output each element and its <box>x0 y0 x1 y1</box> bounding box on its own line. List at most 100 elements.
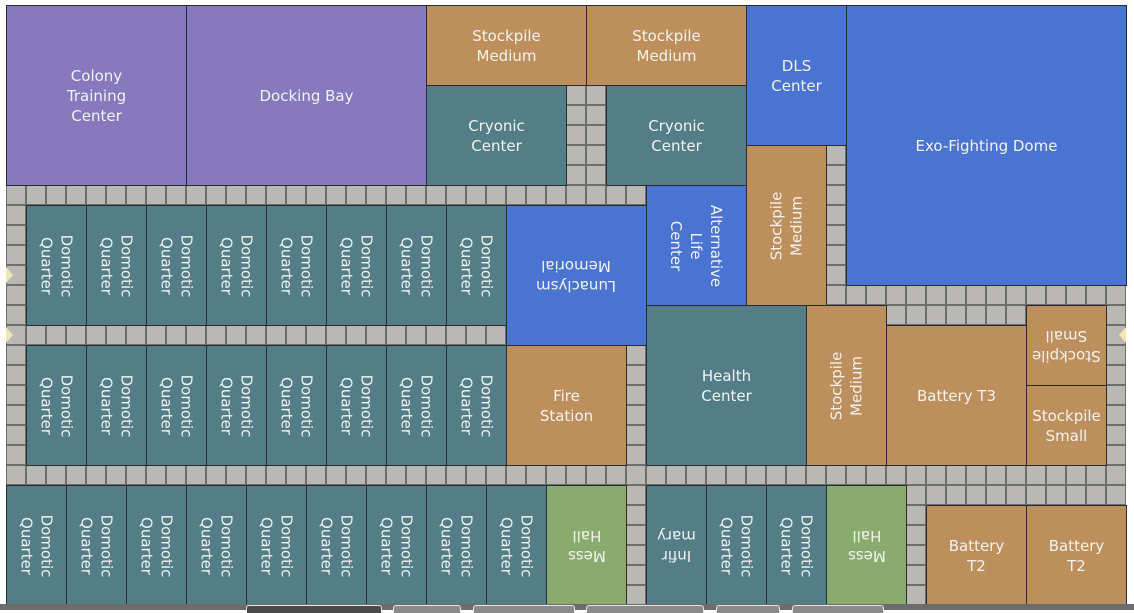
edge-entry-arrow-icon[interactable] <box>6 267 13 283</box>
building-label: DLS Center <box>771 56 822 95</box>
building-domotic-quarter[interactable]: Domotic Quarter <box>366 485 427 606</box>
building-label: Domotic Quarter <box>457 374 496 437</box>
building-docking-bay[interactable]: Docking Bay <box>186 5 427 186</box>
building-battery-t3[interactable]: Battery T3 <box>886 325 1027 466</box>
building-label: Stockpile Medium <box>767 191 806 260</box>
building-domotic-quarter[interactable]: Domotic Quarter <box>766 485 827 606</box>
building-domotic-quarter[interactable]: Domotic Quarter <box>186 485 247 606</box>
building-label: Stockpile Medium <box>472 26 541 65</box>
building-label: Stockpile Medium <box>827 351 866 420</box>
building-label: Domotic Quarter <box>277 374 316 437</box>
building-label: Mess Hall <box>847 526 886 565</box>
building-stockpile-medium[interactable]: Stockpile Medium <box>746 145 827 306</box>
building-label: Health Center <box>701 366 752 405</box>
building-domotic-quarter[interactable]: Domotic Quarter <box>26 345 87 466</box>
bottom-tab[interactable] <box>246 605 382 613</box>
building-exo-fighting-dome[interactable]: Exo-Fighting Dome <box>846 5 1127 286</box>
building-label: Domotic Quarter <box>157 374 196 437</box>
building-label: Domotic Quarter <box>97 374 136 437</box>
bottom-tab[interactable] <box>473 605 575 613</box>
building-stockpile-medium[interactable]: Stockpile Medium <box>586 5 747 86</box>
building-fire-station[interactable]: Fire Station <box>506 345 627 466</box>
edge-entry-arrow-icon[interactable] <box>6 327 13 343</box>
building-mess-hall[interactable]: Mess Hall <box>826 485 907 606</box>
building-label: Exo-Fighting Dome <box>915 136 1058 155</box>
building-label: Colony Training Center <box>66 66 127 125</box>
building-domotic-quarter[interactable]: Domotic Quarter <box>206 205 267 326</box>
bottom-tab-bar <box>0 604 1134 613</box>
building-domotic-quarter[interactable]: Domotic Quarter <box>26 205 87 326</box>
bottom-tab[interactable] <box>586 605 704 613</box>
building-domotic-quarter[interactable]: Domotic Quarter <box>306 485 367 606</box>
building-battery-t2[interactable]: Battery T2 <box>1026 505 1127 606</box>
building-label: Infir mary <box>657 526 696 565</box>
building-label: Stockpile Small <box>1032 406 1101 445</box>
edge-entry-arrow-icon[interactable] <box>1119 327 1126 343</box>
building-alternative-life-center[interactable]: Alternative Life Center <box>646 185 747 306</box>
building-cryonic-center[interactable]: Cryonic Center <box>426 85 567 186</box>
building-label: Battery T3 <box>917 386 996 405</box>
building-label: Domotic Quarter <box>97 234 136 297</box>
building-label: Battery T2 <box>948 536 1005 575</box>
building-label: Alternative Life Center <box>667 204 726 287</box>
building-label: Domotic Quarter <box>437 514 476 577</box>
building-stockpile-medium[interactable]: Stockpile Medium <box>806 305 887 466</box>
building-label: Domotic Quarter <box>217 234 256 297</box>
building-label: Domotic Quarter <box>497 514 536 577</box>
building-domotic-quarter[interactable]: Domotic Quarter <box>86 205 147 326</box>
building-label: Fire Station <box>539 386 594 425</box>
building-domotic-quarter[interactable]: Domotic Quarter <box>86 345 147 466</box>
building-domotic-quarter[interactable]: Domotic Quarter <box>66 485 127 606</box>
building-domotic-quarter[interactable]: Domotic Quarter <box>446 205 507 326</box>
building-label: Cryonic Center <box>468 116 525 155</box>
building-domotic-quarter[interactable]: Domotic Quarter <box>266 345 327 466</box>
building-domotic-quarter[interactable]: Domotic Quarter <box>206 345 267 466</box>
building-lunaclysm-memorial[interactable]: Lunaclysm Memorial <box>506 205 647 346</box>
building-label: Stockpile Medium <box>632 26 701 65</box>
building-stockpile-small[interactable]: Stockpile Small <box>1026 305 1107 386</box>
bottom-tab[interactable] <box>393 605 461 613</box>
building-domotic-quarter[interactable]: Domotic Quarter <box>446 345 507 466</box>
building-label: Domotic Quarter <box>277 234 316 297</box>
bottom-tab[interactable] <box>792 605 884 613</box>
building-label: Domotic Quarter <box>397 234 436 297</box>
building-infir-mary[interactable]: Infir mary <box>646 485 707 606</box>
building-battery-t2[interactable]: Battery T2 <box>926 505 1027 606</box>
building-domotic-quarter[interactable]: Domotic Quarter <box>6 485 67 606</box>
building-label: Battery T2 <box>1048 536 1105 575</box>
building-stockpile-medium[interactable]: Stockpile Medium <box>426 5 587 86</box>
building-health-center[interactable]: Health Center <box>646 305 807 466</box>
building-label: Domotic Quarter <box>37 234 76 297</box>
building-domotic-quarter[interactable]: Domotic Quarter <box>706 485 767 606</box>
building-cryonic-center[interactable]: Cryonic Center <box>606 85 747 186</box>
building-domotic-quarter[interactable]: Domotic Quarter <box>266 205 327 326</box>
building-label: Domotic Quarter <box>197 514 236 577</box>
building-mess-hall[interactable]: Mess Hall <box>546 485 627 606</box>
building-domotic-quarter[interactable]: Domotic Quarter <box>486 485 547 606</box>
building-label: Domotic Quarter <box>397 374 436 437</box>
building-domotic-quarter[interactable]: Domotic Quarter <box>246 485 307 606</box>
building-domotic-quarter[interactable]: Domotic Quarter <box>126 485 187 606</box>
building-dls-center[interactable]: DLS Center <box>746 5 847 146</box>
building-domotic-quarter[interactable]: Domotic Quarter <box>326 345 387 466</box>
building-label: Cryonic Center <box>648 116 705 155</box>
building-label: Docking Bay <box>259 86 354 105</box>
building-label: Domotic Quarter <box>377 514 416 577</box>
building-domotic-quarter[interactable]: Domotic Quarter <box>426 485 487 606</box>
building-colony-training-center[interactable]: Colony Training Center <box>6 5 187 186</box>
building-domotic-quarter[interactable]: Domotic Quarter <box>146 345 207 466</box>
building-label: Mess Hall <box>567 526 606 565</box>
building-label: Domotic Quarter <box>337 234 376 297</box>
building-domotic-quarter[interactable]: Domotic Quarter <box>386 205 447 326</box>
bottom-tab[interactable] <box>716 605 780 613</box>
building-label: Domotic Quarter <box>317 514 356 577</box>
building-domotic-quarter[interactable]: Domotic Quarter <box>386 345 447 466</box>
building-domotic-quarter[interactable]: Domotic Quarter <box>146 205 207 326</box>
building-domotic-quarter[interactable]: Domotic Quarter <box>326 205 387 326</box>
building-label: Domotic Quarter <box>17 514 56 577</box>
building-label: Domotic Quarter <box>137 514 176 577</box>
building-stockpile-small[interactable]: Stockpile Small <box>1026 385 1107 466</box>
building-label: Domotic Quarter <box>157 234 196 297</box>
building-label: Domotic Quarter <box>337 374 376 437</box>
